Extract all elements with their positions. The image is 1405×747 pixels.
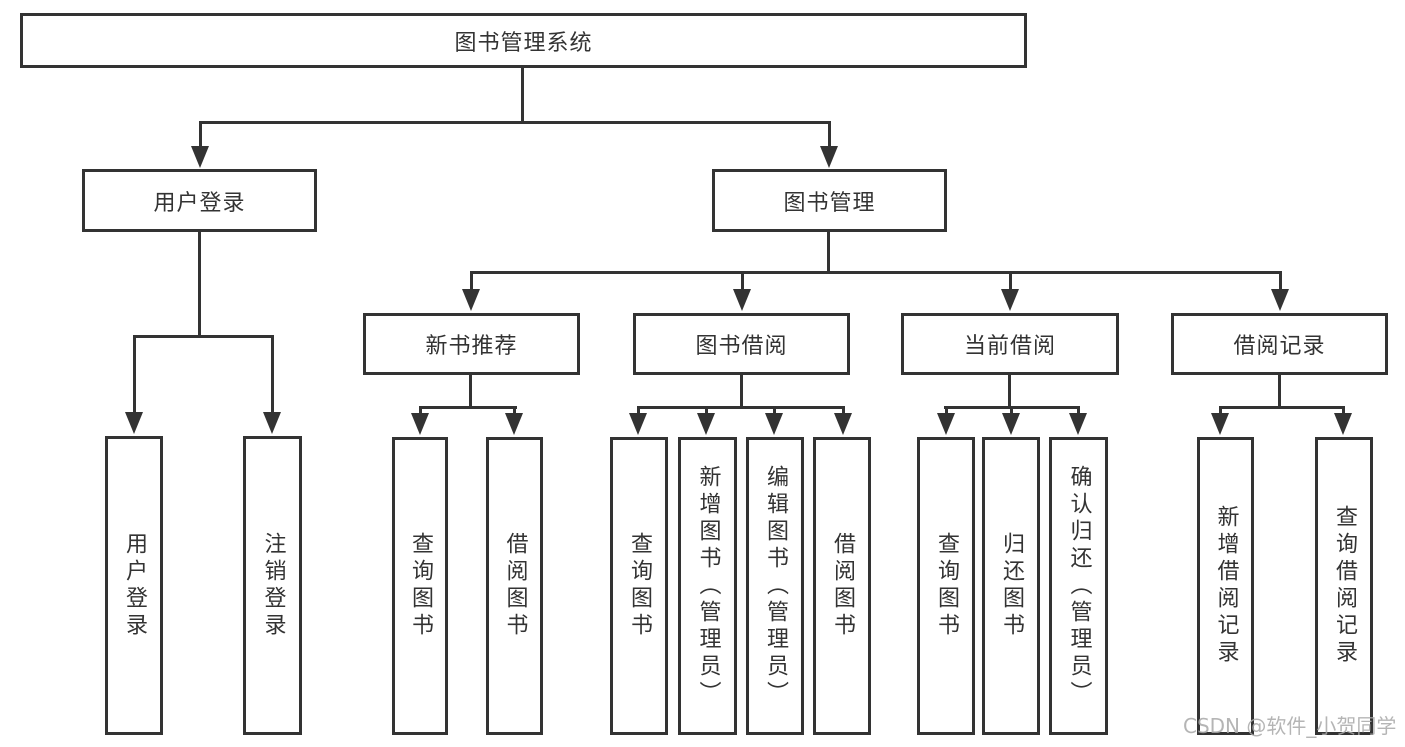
connector-line — [637, 406, 845, 409]
arrow-down-icon — [820, 121, 838, 168]
leaf-records-add-record: 新增借阅记录 — [1197, 437, 1254, 735]
arrow-down-icon — [505, 406, 523, 435]
node-book-management: 图书管理 — [712, 169, 947, 232]
arrow-down-icon — [765, 406, 783, 435]
leaf-current-query-books: 查询图书 — [917, 437, 975, 735]
leaf-borrow-borrow-books: 借阅图书 — [813, 437, 871, 735]
csdn-watermark: CSDN @软件_小贺同学 — [1183, 714, 1397, 738]
connector-line — [198, 232, 201, 338]
connector-line — [521, 68, 524, 124]
leaf-logout: 注销登录 — [243, 436, 302, 735]
arrow-down-icon — [125, 335, 143, 434]
connector-line — [469, 375, 472, 409]
node-book-borrow: 图书借阅 — [633, 313, 850, 375]
arrow-down-icon — [191, 121, 209, 168]
connector-line — [740, 375, 743, 409]
connector-line — [1278, 375, 1281, 409]
leaf-user-login: 用户登录 — [105, 436, 163, 735]
arrow-down-icon — [263, 335, 281, 434]
arrow-down-icon — [462, 271, 480, 311]
leaf-borrow-add-books-admin: 新增图书（管理员） — [678, 437, 737, 735]
arrow-down-icon — [1001, 271, 1019, 311]
node-root-system: 图书管理系统 — [20, 13, 1027, 68]
arrow-down-icon — [629, 406, 647, 435]
connector-line — [827, 232, 830, 274]
leaf-borrow-query-books: 查询图书 — [610, 437, 668, 735]
arrow-down-icon — [1211, 406, 1229, 435]
leaf-recommend-borrow-books: 借阅图书 — [486, 437, 543, 735]
leaf-recommend-query-books: 查询图书 — [392, 437, 448, 735]
arrow-down-icon — [1271, 271, 1289, 311]
node-current-borrow: 当前借阅 — [901, 313, 1119, 375]
arrow-down-icon — [697, 406, 715, 435]
leaf-current-return-books: 归还图书 — [982, 437, 1040, 735]
leaf-borrow-edit-books-admin: 编辑图书（管理员） — [746, 437, 804, 735]
arrow-down-icon — [733, 271, 751, 311]
connector-line — [133, 335, 274, 338]
leaf-current-confirm-return-admin: 确认归还（管理员） — [1049, 437, 1108, 735]
connector-line — [419, 406, 517, 409]
connector-line — [199, 121, 831, 124]
leaf-records-query-record: 查询借阅记录 — [1315, 437, 1373, 735]
arrow-down-icon — [1002, 406, 1020, 435]
connector-line — [1219, 406, 1345, 409]
arrow-down-icon — [937, 406, 955, 435]
node-user-login: 用户登录 — [82, 169, 317, 232]
arrow-down-icon — [1069, 406, 1087, 435]
arrow-down-icon — [1334, 406, 1352, 435]
connector-line — [470, 271, 1282, 274]
node-borrow-records: 借阅记录 — [1171, 313, 1388, 375]
arrow-down-icon — [834, 406, 852, 435]
connector-line — [1008, 375, 1011, 409]
node-new-book-recommend: 新书推荐 — [363, 313, 580, 375]
arrow-down-icon — [411, 406, 429, 435]
